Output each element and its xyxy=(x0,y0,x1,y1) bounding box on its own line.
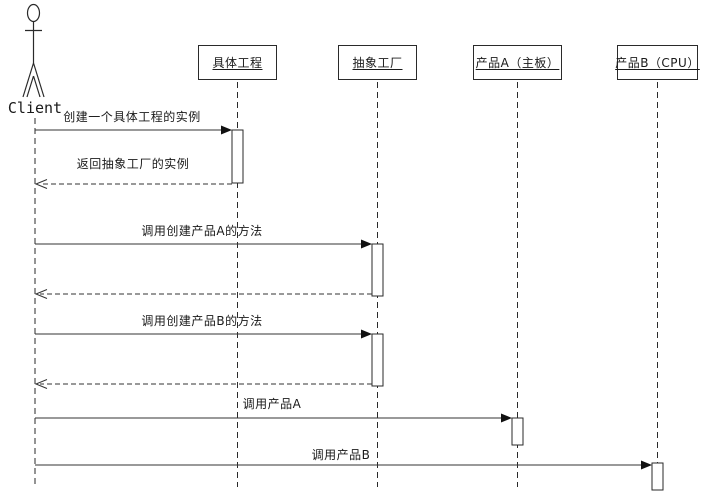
arrowhead-create-product-a xyxy=(361,239,372,249)
lifeline-head-abstract-factory-label: 抽象工厂 xyxy=(352,56,403,70)
activation-abstract-factory-2 xyxy=(371,333,384,387)
lifeline-head-abstract-factory: 抽象工厂 xyxy=(338,45,417,80)
lifeline-head-concrete-project-label: 具体工程 xyxy=(212,56,263,70)
actor-label: Client xyxy=(7,99,63,117)
lifeline-head-concrete-project: 具体工程 xyxy=(198,45,277,80)
return-arrowhead-factory-instance xyxy=(34,179,48,189)
message-label-return-factory-instance: 返回抽象工厂的实例 xyxy=(76,157,190,171)
arrowhead-create-concrete xyxy=(221,125,232,135)
arrowhead-create-product-b xyxy=(361,329,372,339)
actor-left-leg-inner xyxy=(26,75,35,98)
message-label-create-concrete: 创建一个具体工程的实例 xyxy=(63,110,201,124)
actor-head xyxy=(26,3,41,23)
actor-right-leg xyxy=(32,62,45,98)
actor-left-leg xyxy=(22,62,35,98)
lifeline-head-product-b-label: 产品B（CPU） xyxy=(615,56,700,70)
message-label-create-product-b: 调用创建产品B的方法 xyxy=(141,314,263,328)
lifeline-head-product-a-label: 产品A（主板） xyxy=(475,56,560,70)
lifeline-head-product-a: 产品A（主板） xyxy=(473,45,562,80)
return-arrowhead-product-a xyxy=(34,289,48,299)
return-arrowhead-product-b xyxy=(34,379,48,389)
actor-right-leg-inner xyxy=(32,75,41,98)
lifeline-head-product-b: 产品B（CPU） xyxy=(615,45,700,80)
arrowhead-call-product-a xyxy=(501,413,512,423)
activation-concrete-project xyxy=(231,129,244,184)
message-label-call-product-a: 调用产品A xyxy=(242,397,302,411)
activation-abstract-factory-1 xyxy=(371,243,384,297)
arrowhead-call-product-b xyxy=(641,460,652,470)
actor-figure xyxy=(22,3,45,98)
activation-product-b xyxy=(651,462,664,491)
activation-product-a xyxy=(511,417,524,446)
message-label-create-product-a: 调用创建产品A的方法 xyxy=(141,224,263,238)
message-label-call-product-b: 调用产品B xyxy=(311,448,371,462)
